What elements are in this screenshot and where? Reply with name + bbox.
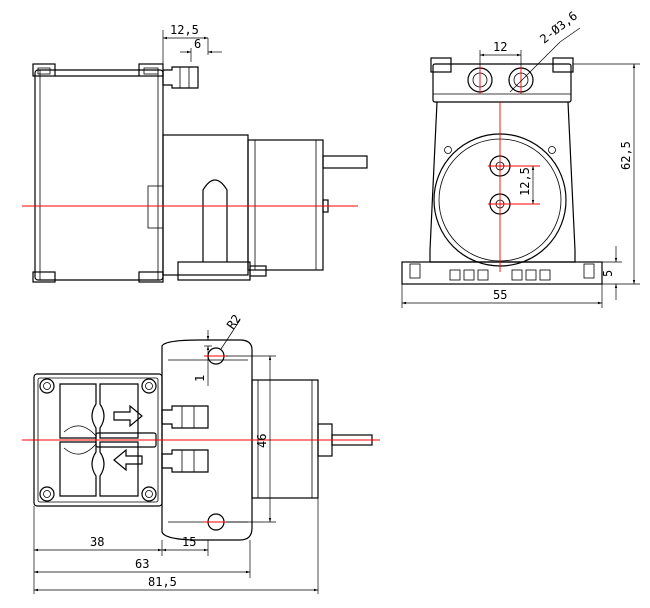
dim-foot-height: 5	[601, 270, 615, 277]
dim-radius: R2	[224, 312, 244, 332]
top-view: R2 1 46 38 15 63 81,5	[22, 312, 380, 594]
dim-81-5: 81,5	[148, 575, 177, 589]
side-view: 12,5 6	[22, 23, 368, 283]
dim-lip: 1	[193, 375, 207, 382]
dim-shaft-offset: 12,5	[518, 167, 532, 196]
front-view: 12 2-Ø3,6 12,5 62,5 5 55	[401, 9, 640, 308]
dim-38: 38	[90, 535, 104, 549]
dim-hole-callout: 2-Ø3,6	[537, 9, 580, 47]
dim-height: 62,5	[619, 141, 633, 170]
dim-hole-spacing: 12	[493, 40, 507, 54]
dim-inlet-barb: 6	[194, 37, 201, 51]
dim-inlet-total: 12,5	[170, 23, 199, 37]
corner-screws	[39, 378, 157, 502]
dim-15: 15	[182, 535, 196, 549]
dim-mount-spacing: 46	[255, 434, 269, 448]
dim-63: 63	[135, 557, 149, 571]
dim-width: 55	[493, 288, 507, 302]
